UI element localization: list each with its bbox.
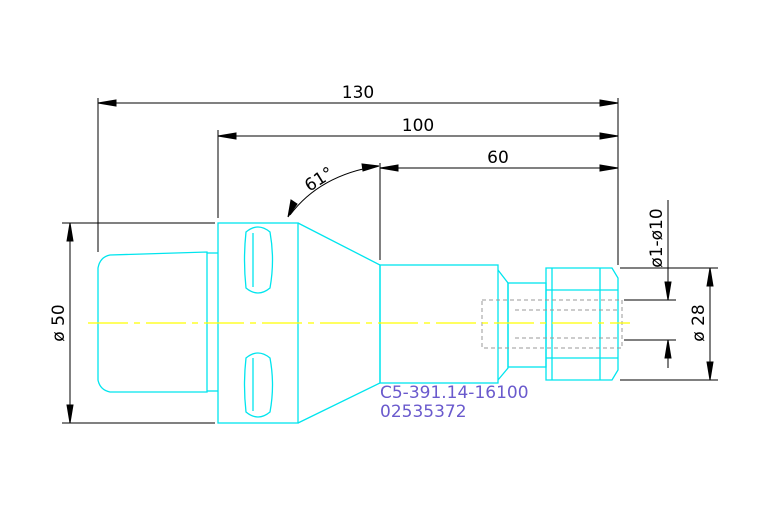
arrow — [664, 339, 672, 359]
dim-text-clamp-range: ø1-ø10 — [647, 208, 667, 267]
hidden-bore — [481, 299, 623, 349]
arrow — [97, 99, 117, 107]
arrow — [599, 99, 619, 107]
angle-arc — [289, 165, 379, 216]
nose-cylinder — [379, 264, 499, 384]
collet-step — [497, 269, 509, 381]
dimension-lines — [62, 98, 718, 424]
arrow — [599, 132, 619, 140]
arrow — [287, 199, 298, 218]
arrow — [379, 164, 399, 172]
dim-text-angle: 61° — [301, 163, 337, 196]
arrow — [66, 222, 74, 242]
arrow — [706, 361, 714, 381]
clamp-nut — [545, 267, 619, 381]
part-number: C5-391.14-16100 — [380, 383, 529, 403]
arrow — [706, 267, 714, 287]
drive-slot-top — [243, 226, 274, 294]
dim-text-100: 100 — [402, 116, 434, 136]
dim-text-50: ø 50 — [49, 304, 69, 341]
drive-slot-bottom — [243, 352, 274, 418]
arrow — [599, 164, 619, 172]
shank-outline — [97, 251, 208, 393]
dim-text-28: ø 28 — [689, 304, 709, 341]
dim-text-60: 60 — [487, 148, 509, 168]
arrow — [361, 163, 380, 172]
arrow — [664, 281, 672, 301]
arrow — [66, 404, 74, 424]
part-outline — [97, 222, 619, 424]
dim-text-130: 130 — [342, 83, 374, 103]
collet-neck — [507, 282, 547, 368]
hidden-lines — [481, 299, 623, 349]
part-code: 02535372 — [380, 402, 467, 422]
arrow — [217, 132, 237, 140]
